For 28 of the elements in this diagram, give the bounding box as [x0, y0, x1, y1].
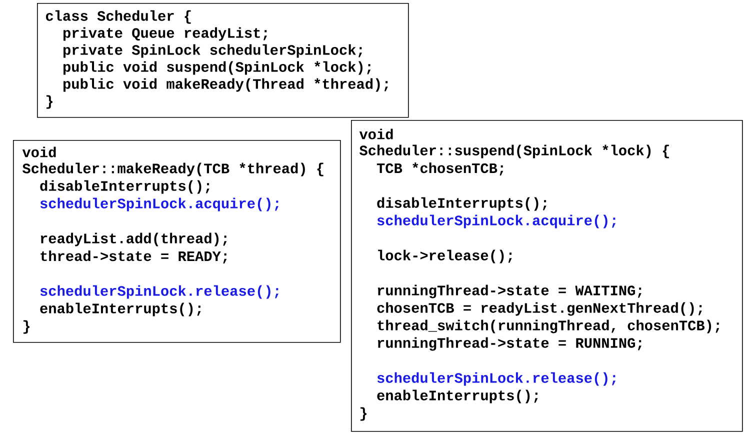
code-line: enableInterrupts(); — [40, 302, 201, 316]
code-line: lock->release(); — [378, 250, 512, 264]
code-line: disableInterrupts(); — [40, 180, 210, 194]
code-line: TCB *chosenTCB; — [376, 162, 504, 176]
code-line: Scheduler::suspend(SpinLock *lock) { — [359, 144, 669, 158]
code-line: private SpinLock schedulerSpinLock; — [64, 44, 362, 58]
code-line: class Scheduler { — [46, 10, 191, 24]
code-line: disableInterrupts(); — [377, 197, 546, 211]
code-line: void — [22, 146, 56, 158]
code-line: thread_switch(runningThread, chosenTCB); — [378, 320, 720, 334]
code-line: runningThread->state = WAITING; — [378, 284, 642, 298]
code-line: schedulerSpinLock.acquire(); — [40, 198, 278, 212]
code-line: public void suspend(SpinLock *lock); — [64, 61, 371, 75]
code-line: Scheduler::makeReady(TCB *thread) { — [22, 162, 324, 176]
code-line: enableInterrupts(); — [377, 390, 538, 404]
code-line: readyList.add(thread); — [40, 232, 227, 246]
code-line: } — [360, 407, 366, 421]
code-line: } — [23, 320, 30, 334]
code-line: private Queue readyList; — [64, 27, 267, 41]
code-line: runningThread->state = RUNNING; — [378, 337, 642, 351]
code-line: chosenTCB = readyList.genNextThread(); — [377, 302, 702, 316]
code-line: schedulerSpinLock.release(); — [40, 285, 278, 299]
code-line: void — [359, 128, 393, 140]
code-line: schedulerSpinLock.release(); — [377, 372, 616, 386]
code-line: public void makeReady(Thread *thread); — [64, 78, 388, 92]
code-line: thread->state = READY; — [40, 250, 227, 264]
code-line: schedulerSpinLock.acquire(); — [377, 214, 616, 228]
code-line: } — [46, 95, 52, 109]
